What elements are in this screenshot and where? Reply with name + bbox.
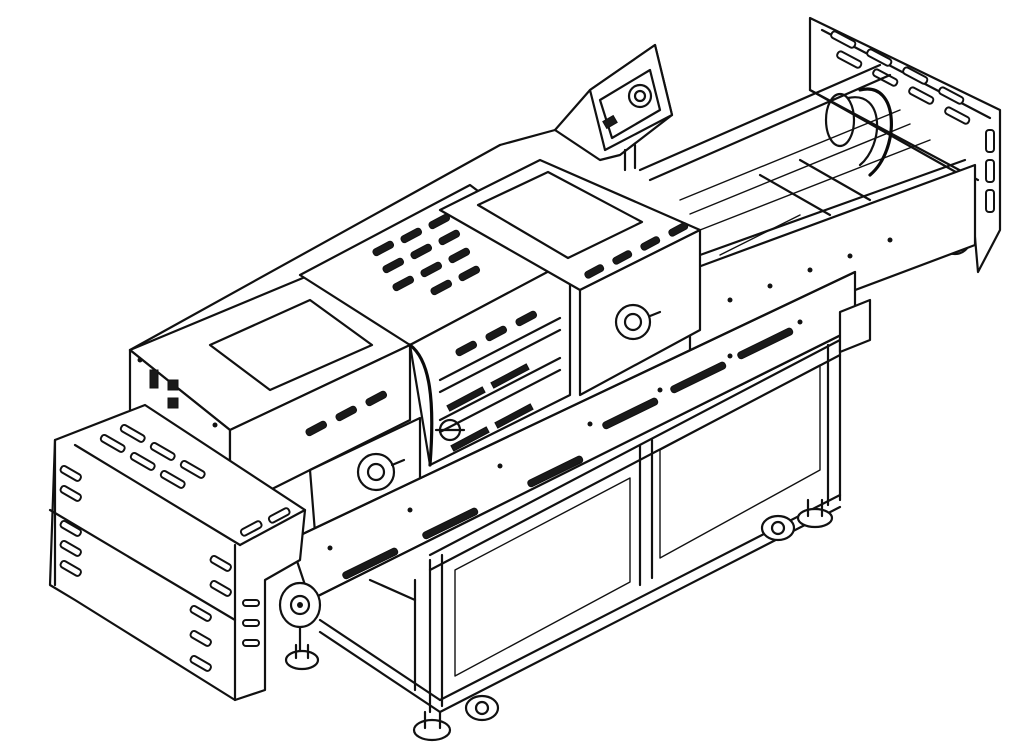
main-body — [128, 128, 702, 572]
caster-front — [464, 694, 500, 722]
box2-top-slots — [372, 213, 481, 296]
box1-left-face-details — [137, 357, 218, 428]
side-plate-holes — [727, 237, 893, 303]
casters — [284, 498, 834, 742]
box2-front-details — [434, 316, 562, 452]
end-guard-slots — [830, 30, 995, 213]
box3-knob — [614, 303, 662, 341]
foot-right — [796, 507, 834, 529]
foot-left — [284, 649, 320, 671]
stand-frame — [298, 338, 842, 714]
box1-knob — [356, 452, 406, 492]
left-guard-slots — [59, 424, 291, 672]
box3-top-hatch — [476, 170, 644, 260]
box3-slots — [584, 222, 689, 279]
box1-top-hatch — [208, 298, 374, 392]
left-guard — [48, 403, 307, 702]
front-rail-holes — [327, 319, 803, 551]
left-guard-body — [48, 403, 307, 702]
front-side-rail — [278, 270, 872, 629]
foot-front — [412, 718, 452, 742]
control-panel — [553, 43, 674, 172]
box1-top-edge-slots — [305, 310, 538, 437]
front-rail-slots — [342, 327, 794, 580]
caster-right — [760, 514, 796, 542]
